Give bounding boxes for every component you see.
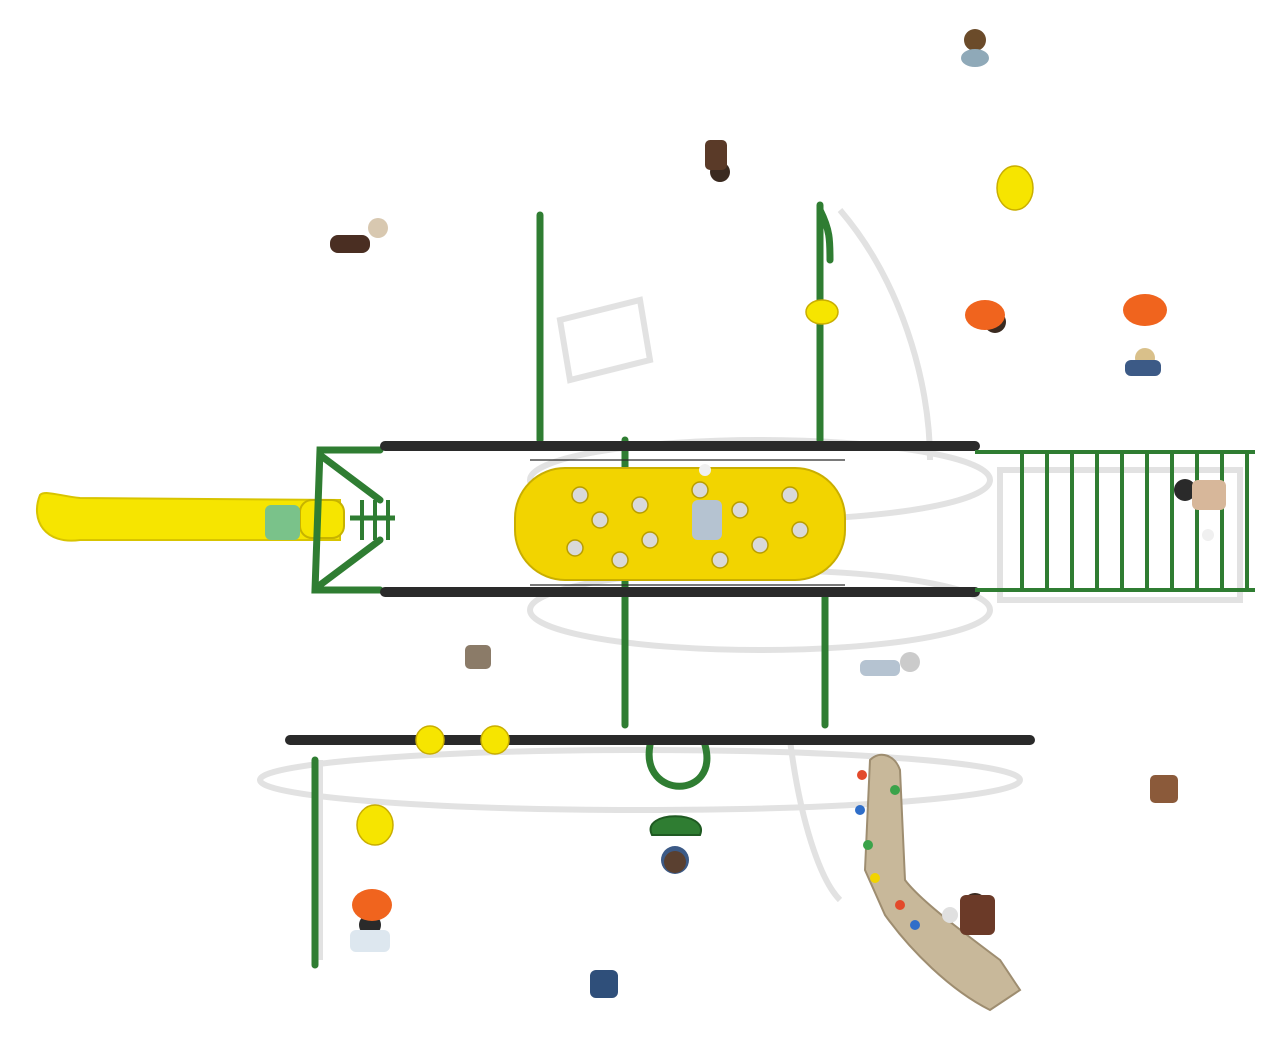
person [265,505,300,540]
stepping-pods [356,165,1034,846]
person [1150,775,1178,803]
person [1202,529,1214,541]
person [961,29,989,67]
climbing-net-panel [514,459,846,586]
people [265,29,1226,998]
person [705,140,730,182]
tube-slide [35,492,395,542]
person [942,907,958,923]
climbing-holds [855,770,920,930]
person [860,652,920,676]
person [692,500,722,540]
rock-climbing-wall [855,753,1022,1012]
person [1123,294,1167,376]
top-beams [285,441,1035,745]
person [330,218,388,253]
person [465,645,491,669]
main-frame [311,201,834,969]
person [664,851,686,873]
person [350,889,392,952]
person [590,970,618,998]
person [960,893,995,935]
person [1174,479,1226,510]
person [965,300,1006,333]
overhead-ladder [975,450,1255,592]
person [699,464,711,476]
